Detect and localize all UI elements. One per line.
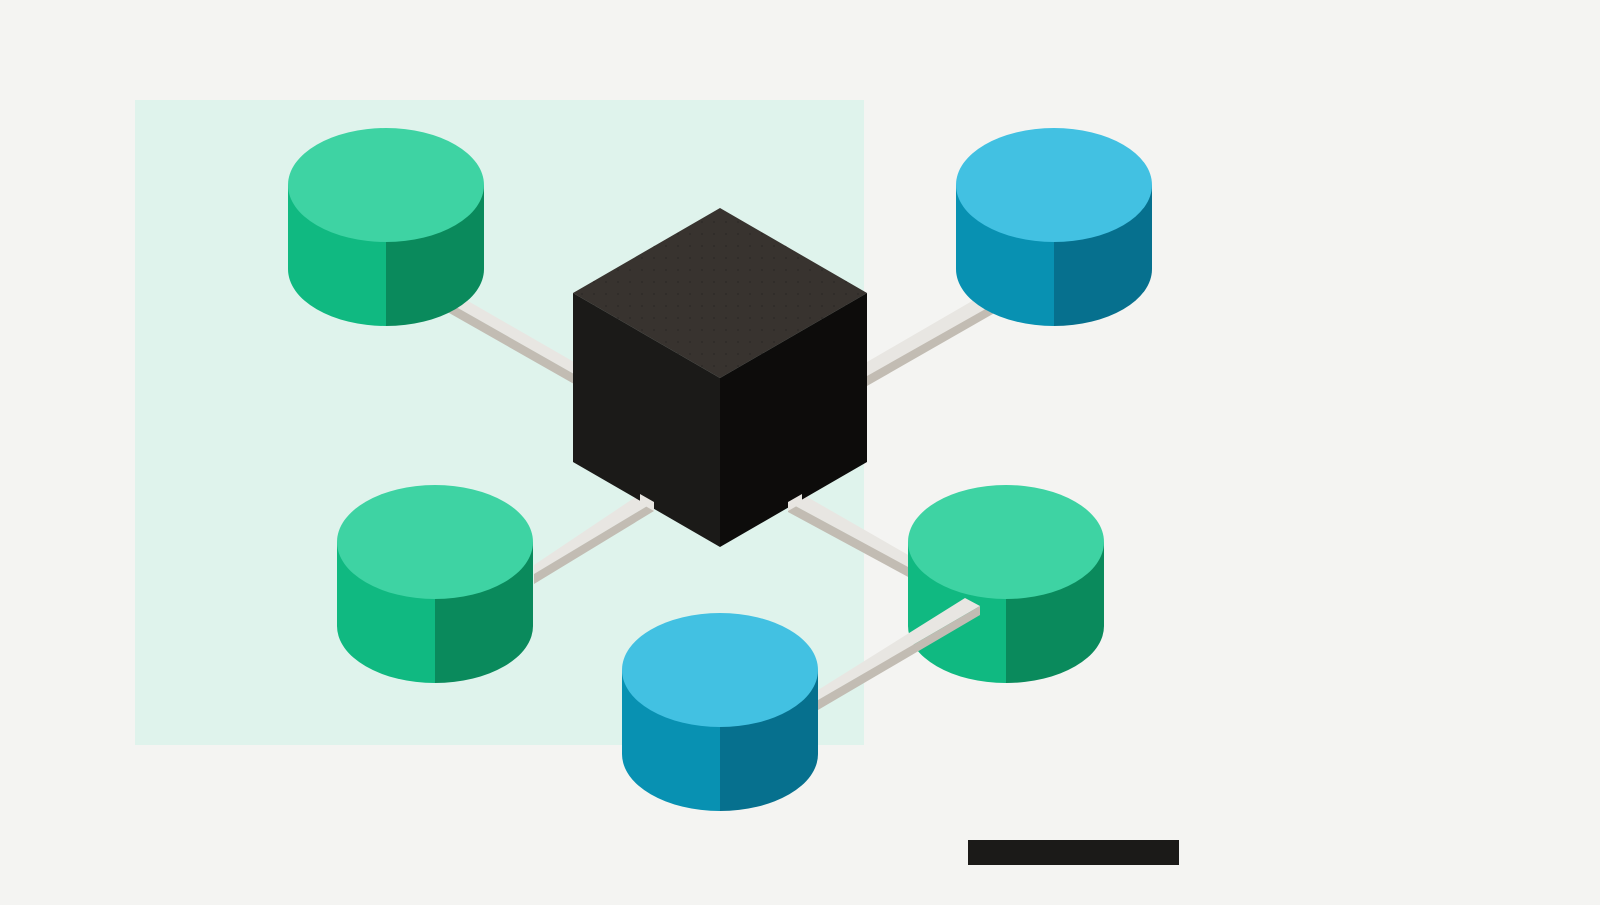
connector-bottom-center	[818, 598, 980, 710]
node-top-left-top	[288, 128, 484, 242]
connector-bottom-right	[788, 494, 910, 578]
node-bottom-right-top	[908, 485, 1104, 599]
node-top-right-top	[956, 128, 1152, 242]
node-bottom-right	[908, 485, 1104, 683]
node-bottom-left	[337, 485, 533, 683]
node-top-left	[288, 128, 484, 326]
node-bottom-left-top	[337, 485, 533, 599]
node-bottom-center-top	[622, 613, 818, 727]
node-top-right	[956, 128, 1152, 326]
connector-top-right	[867, 286, 1012, 386]
connector-bottom-left	[534, 494, 654, 584]
connector-caps	[640, 494, 802, 511]
hub-cube-right	[720, 293, 867, 547]
connector-top-left	[428, 286, 574, 384]
dark-bar	[968, 840, 1179, 865]
hub-cube-left	[573, 293, 720, 547]
connectors	[428, 286, 1012, 584]
hub-cube	[573, 208, 867, 547]
node-bottom-center	[622, 613, 818, 811]
